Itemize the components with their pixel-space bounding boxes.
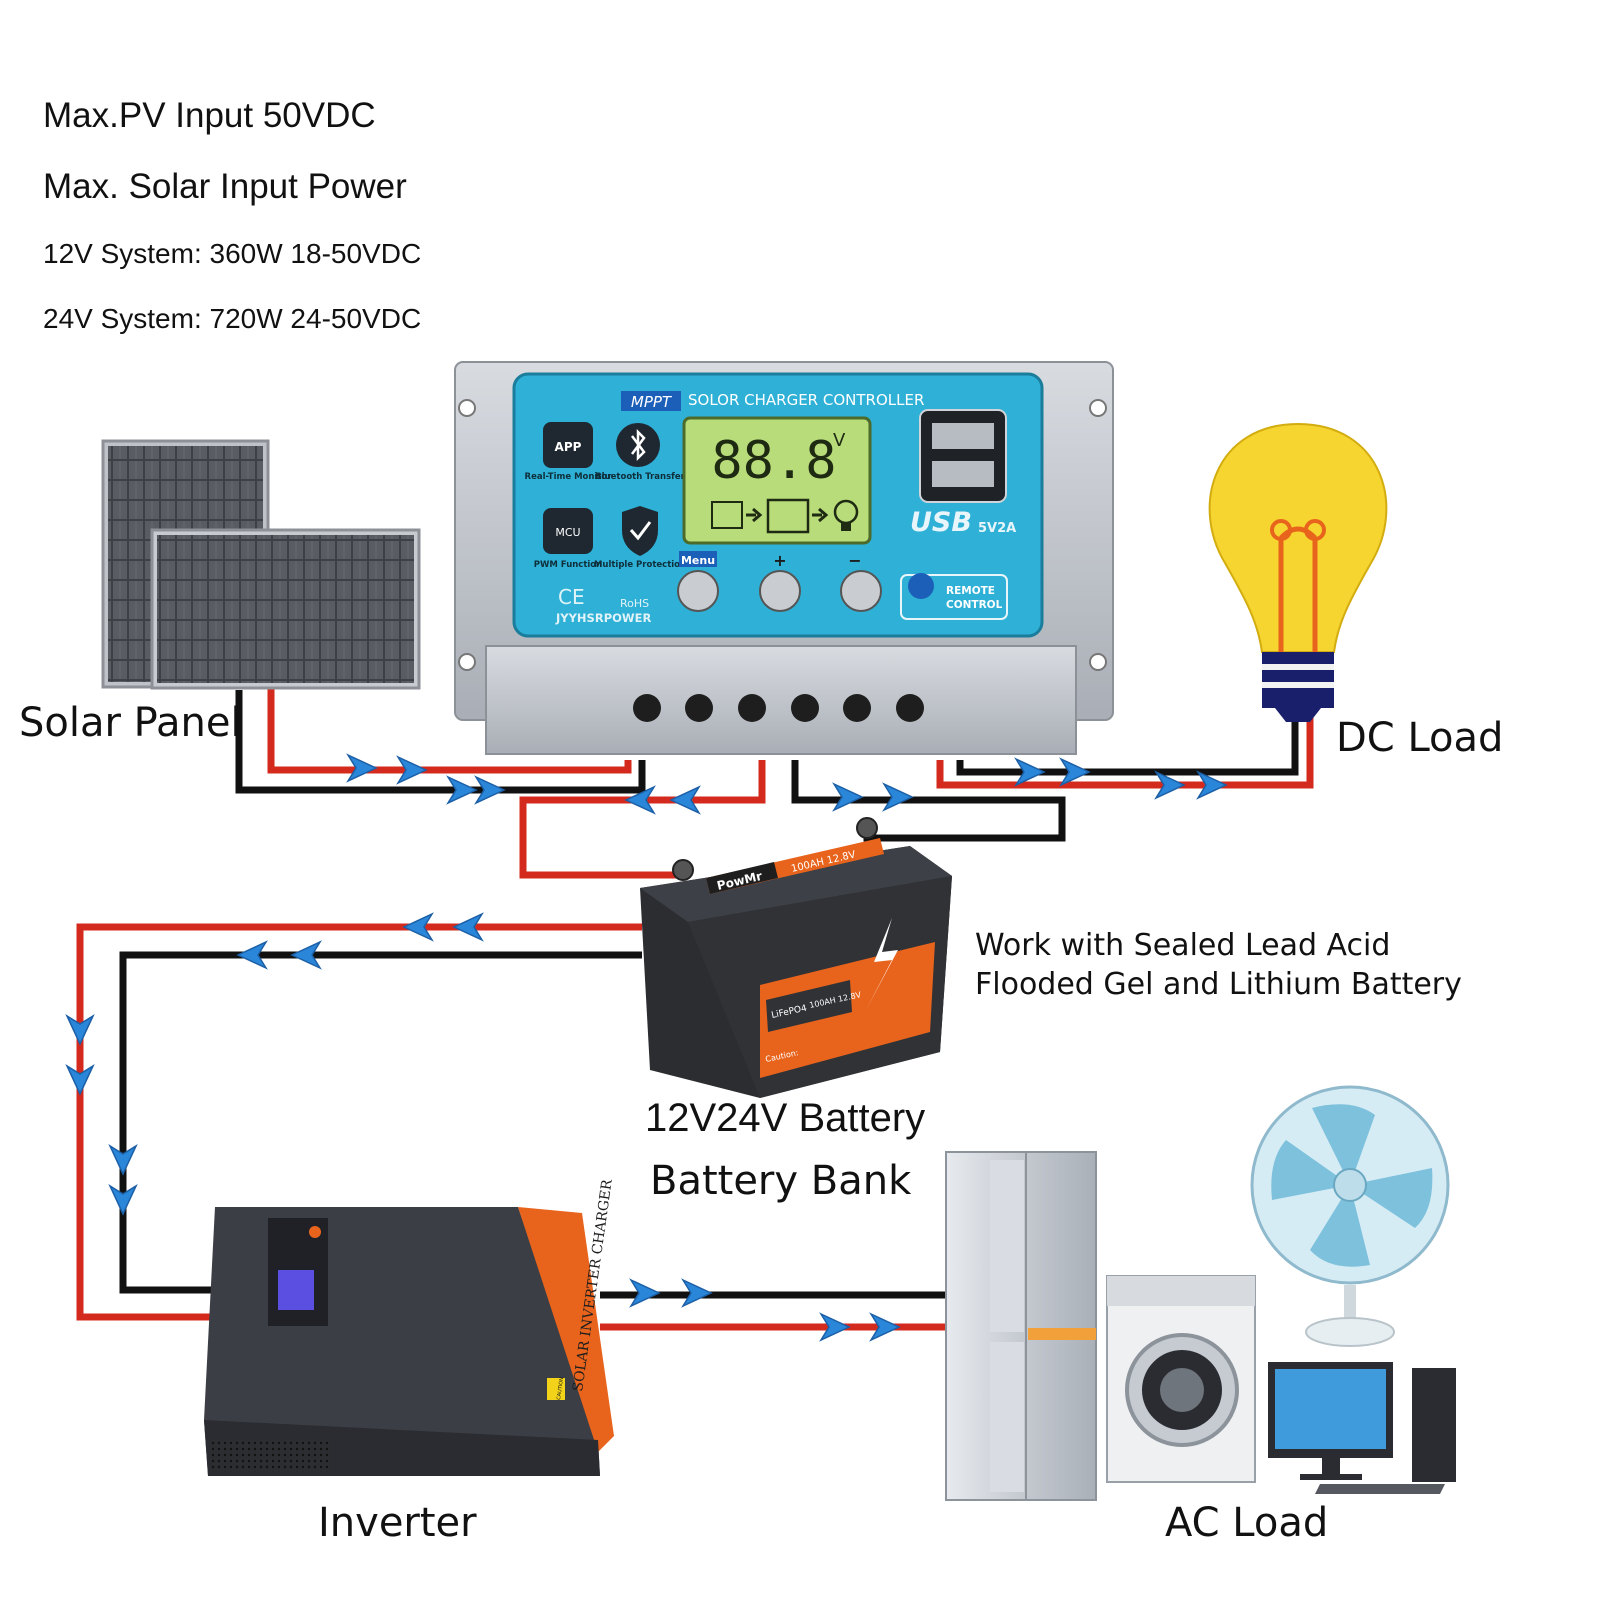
spec-12v-system: 12V System: 360W 18-50VDC	[43, 238, 422, 269]
dc-load-label: DC Load	[1336, 715, 1504, 761]
feature-realtime-monitor: Real-Time Monitor	[525, 472, 613, 482]
menu-button-label: Menu	[681, 554, 715, 567]
remote-app-icon	[908, 573, 934, 599]
dcload-negative-wire	[956, 710, 1299, 776]
desktop-computer-icon	[1268, 1362, 1456, 1494]
spec-max-pv-input: Max.PV Input 50VDC	[43, 96, 376, 135]
refrigerator-icon	[945, 1151, 1097, 1501]
solar-negative-wire	[235, 690, 646, 794]
battery-note-line-2: Flooded Gel and Lithium Battery	[975, 967, 1462, 1002]
minus-button-label: −	[848, 551, 861, 570]
battery-label-line-2: Battery Bank	[650, 1158, 912, 1204]
terminal-screw[interactable]	[738, 694, 766, 722]
inverter-device: SOLAR INVERTER CHARGER CAUTION	[204, 1178, 616, 1476]
mcu-chip-text: MCU	[555, 526, 580, 539]
mppt-badge-text: MPPT	[631, 393, 673, 411]
spec-max-solar-input-power: Max. Solar Input Power	[43, 167, 407, 206]
mppt-badge	[621, 391, 681, 411]
charge-controller: MPPT SOLOR CHARGER CONTROLLER APP MCU Re…	[454, 361, 1114, 755]
battery-note-line-1: Work with Sealed Lead Acid	[975, 928, 1391, 963]
usb-label: USB	[910, 507, 972, 538]
mcu-chip-icon	[543, 508, 593, 554]
battery-icon: PowMr 100AH 12.8V LiFePO4 100AH 12.8V Ca…	[640, 817, 952, 1098]
inverter-label: Inverter	[318, 1500, 477, 1546]
washing-machine-icon	[1106, 1275, 1256, 1483]
feature-bluetooth-transfer: Bluetooth Transfer	[595, 472, 685, 482]
controller-title: SOLOR CHARGER CONTROLLER	[688, 391, 924, 409]
battery-label-line-1: 12V24V Battery	[645, 1096, 926, 1140]
minus-button[interactable]	[840, 570, 882, 612]
terminal-screw[interactable]	[685, 694, 713, 722]
plus-button[interactable]	[759, 570, 801, 612]
inverter-screen	[278, 1270, 314, 1310]
inverter-positive-wire	[76, 923, 642, 1321]
remote-line-2: CONTROL	[946, 599, 1003, 611]
solar-panel-icon	[101, 439, 421, 690]
app-icon	[543, 422, 593, 468]
terminal-screw[interactable]	[843, 694, 871, 722]
solar-panel-label: Solar Panel	[19, 700, 242, 746]
inverter-caution: CAUTION	[556, 1377, 565, 1401]
terminal-screw[interactable]	[896, 694, 924, 722]
lcd-value: 88.8	[711, 431, 836, 491]
feature-multiple-protection: Multiple Protection	[594, 560, 686, 570]
controller-brand: JYYHSRPOWER	[555, 611, 651, 625]
usb-rating: 5V2A	[978, 521, 1016, 536]
rohs-mark: RoHS	[620, 597, 649, 610]
light-bulb-icon	[1208, 422, 1388, 722]
battery-positive-terminal	[672, 859, 694, 881]
terminal-screw[interactable]	[633, 694, 661, 722]
lcd-flow-icon	[711, 498, 859, 534]
battery-negative-terminal	[856, 817, 878, 839]
plus-button-label: +	[773, 551, 786, 570]
app-icon-text: APP	[555, 440, 582, 454]
remote-control-badge	[900, 574, 1008, 620]
feature-pwm-function: PWM Function	[534, 560, 602, 570]
inverter-vents	[210, 1440, 330, 1472]
menu-button[interactable]	[677, 570, 719, 612]
ce-mark: CE	[558, 585, 585, 609]
remote-line-1: REMOTE	[946, 585, 995, 597]
dcload-positive-wire	[936, 710, 1314, 789]
terminal-screw[interactable]	[791, 694, 819, 722]
lcd-unit: V	[833, 430, 846, 451]
inverter-negative-wire	[119, 951, 642, 1294]
terminal-block	[485, 645, 1077, 755]
spec-24v-system: 24V System: 720W 24-50VDC	[43, 303, 422, 334]
ac-load-label: AC Load	[1165, 1500, 1329, 1546]
shield-icon	[622, 506, 658, 556]
solar-positive-wire	[267, 688, 632, 774]
fan-icon	[1250, 1085, 1450, 1347]
